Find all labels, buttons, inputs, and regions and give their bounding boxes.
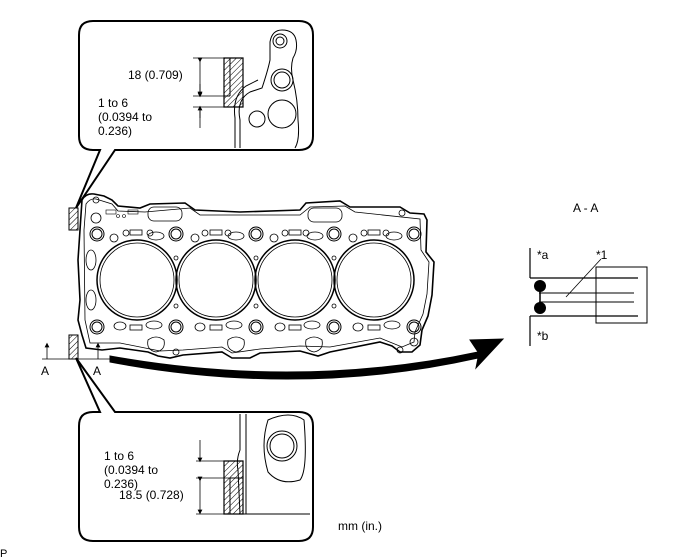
cylinder-bore-1 [96,239,178,321]
cut-label-right: A [93,364,101,378]
head-bolt-holes [89,226,422,335]
section-title: A - A [573,201,598,215]
bottom-callout: 1 to 6 (0.0394 to 0.236) 18.5 (0.728) [75,357,314,542]
bottom-dim-step-line3: 0.236) [104,477,138,491]
bottom-hatched-section [223,460,244,515]
bottom-bolt-hole [266,430,298,462]
cylinder-bore-4 [333,239,415,321]
label-b: *b [537,329,549,343]
section-a-a-view: A - A *a *b *1 [529,201,648,346]
top-dim-step-line3: 0.236) [98,124,132,138]
top-callout-frame [75,20,314,209]
label-1: *1 [596,248,608,262]
detail-box [595,266,648,324]
head-gasket [68,193,435,360]
top-hatched-section [223,57,244,108]
bottom-callout-frame [75,357,314,542]
cylinder-bore-3 [254,239,336,321]
bottom-dim-height-label: 18.5 (0.728) [119,488,184,502]
cylinder-bore-2 [175,239,257,321]
corner-mark: P [0,548,7,560]
label-a: *a [537,248,549,262]
bottom-dim-step-line2: (0.0394 to [104,463,158,477]
cut-label-left: A [41,364,49,378]
section-view-arrow [109,338,505,380]
top-part-outline [238,29,300,149]
section-marker-bottom [68,334,79,360]
units-label: mm (in.) [338,519,382,533]
top-bolt-hole-3 [267,99,297,129]
bottom-dim-step-line1: 1 to 6 [104,449,134,463]
top-callout: 18 (0.709) 1 to 6 (0.0394 to 0.236) [75,20,314,209]
top-dim-step-line1: 1 to 6 [98,96,128,110]
top-dim-height-label: 18 (0.709) [128,68,183,82]
top-dim-step-line2: (0.0394 to [98,110,152,124]
top-bolt-hole-1 [272,33,288,49]
top-bolt-hole-2 [270,68,294,92]
section-marker-top [68,207,79,231]
